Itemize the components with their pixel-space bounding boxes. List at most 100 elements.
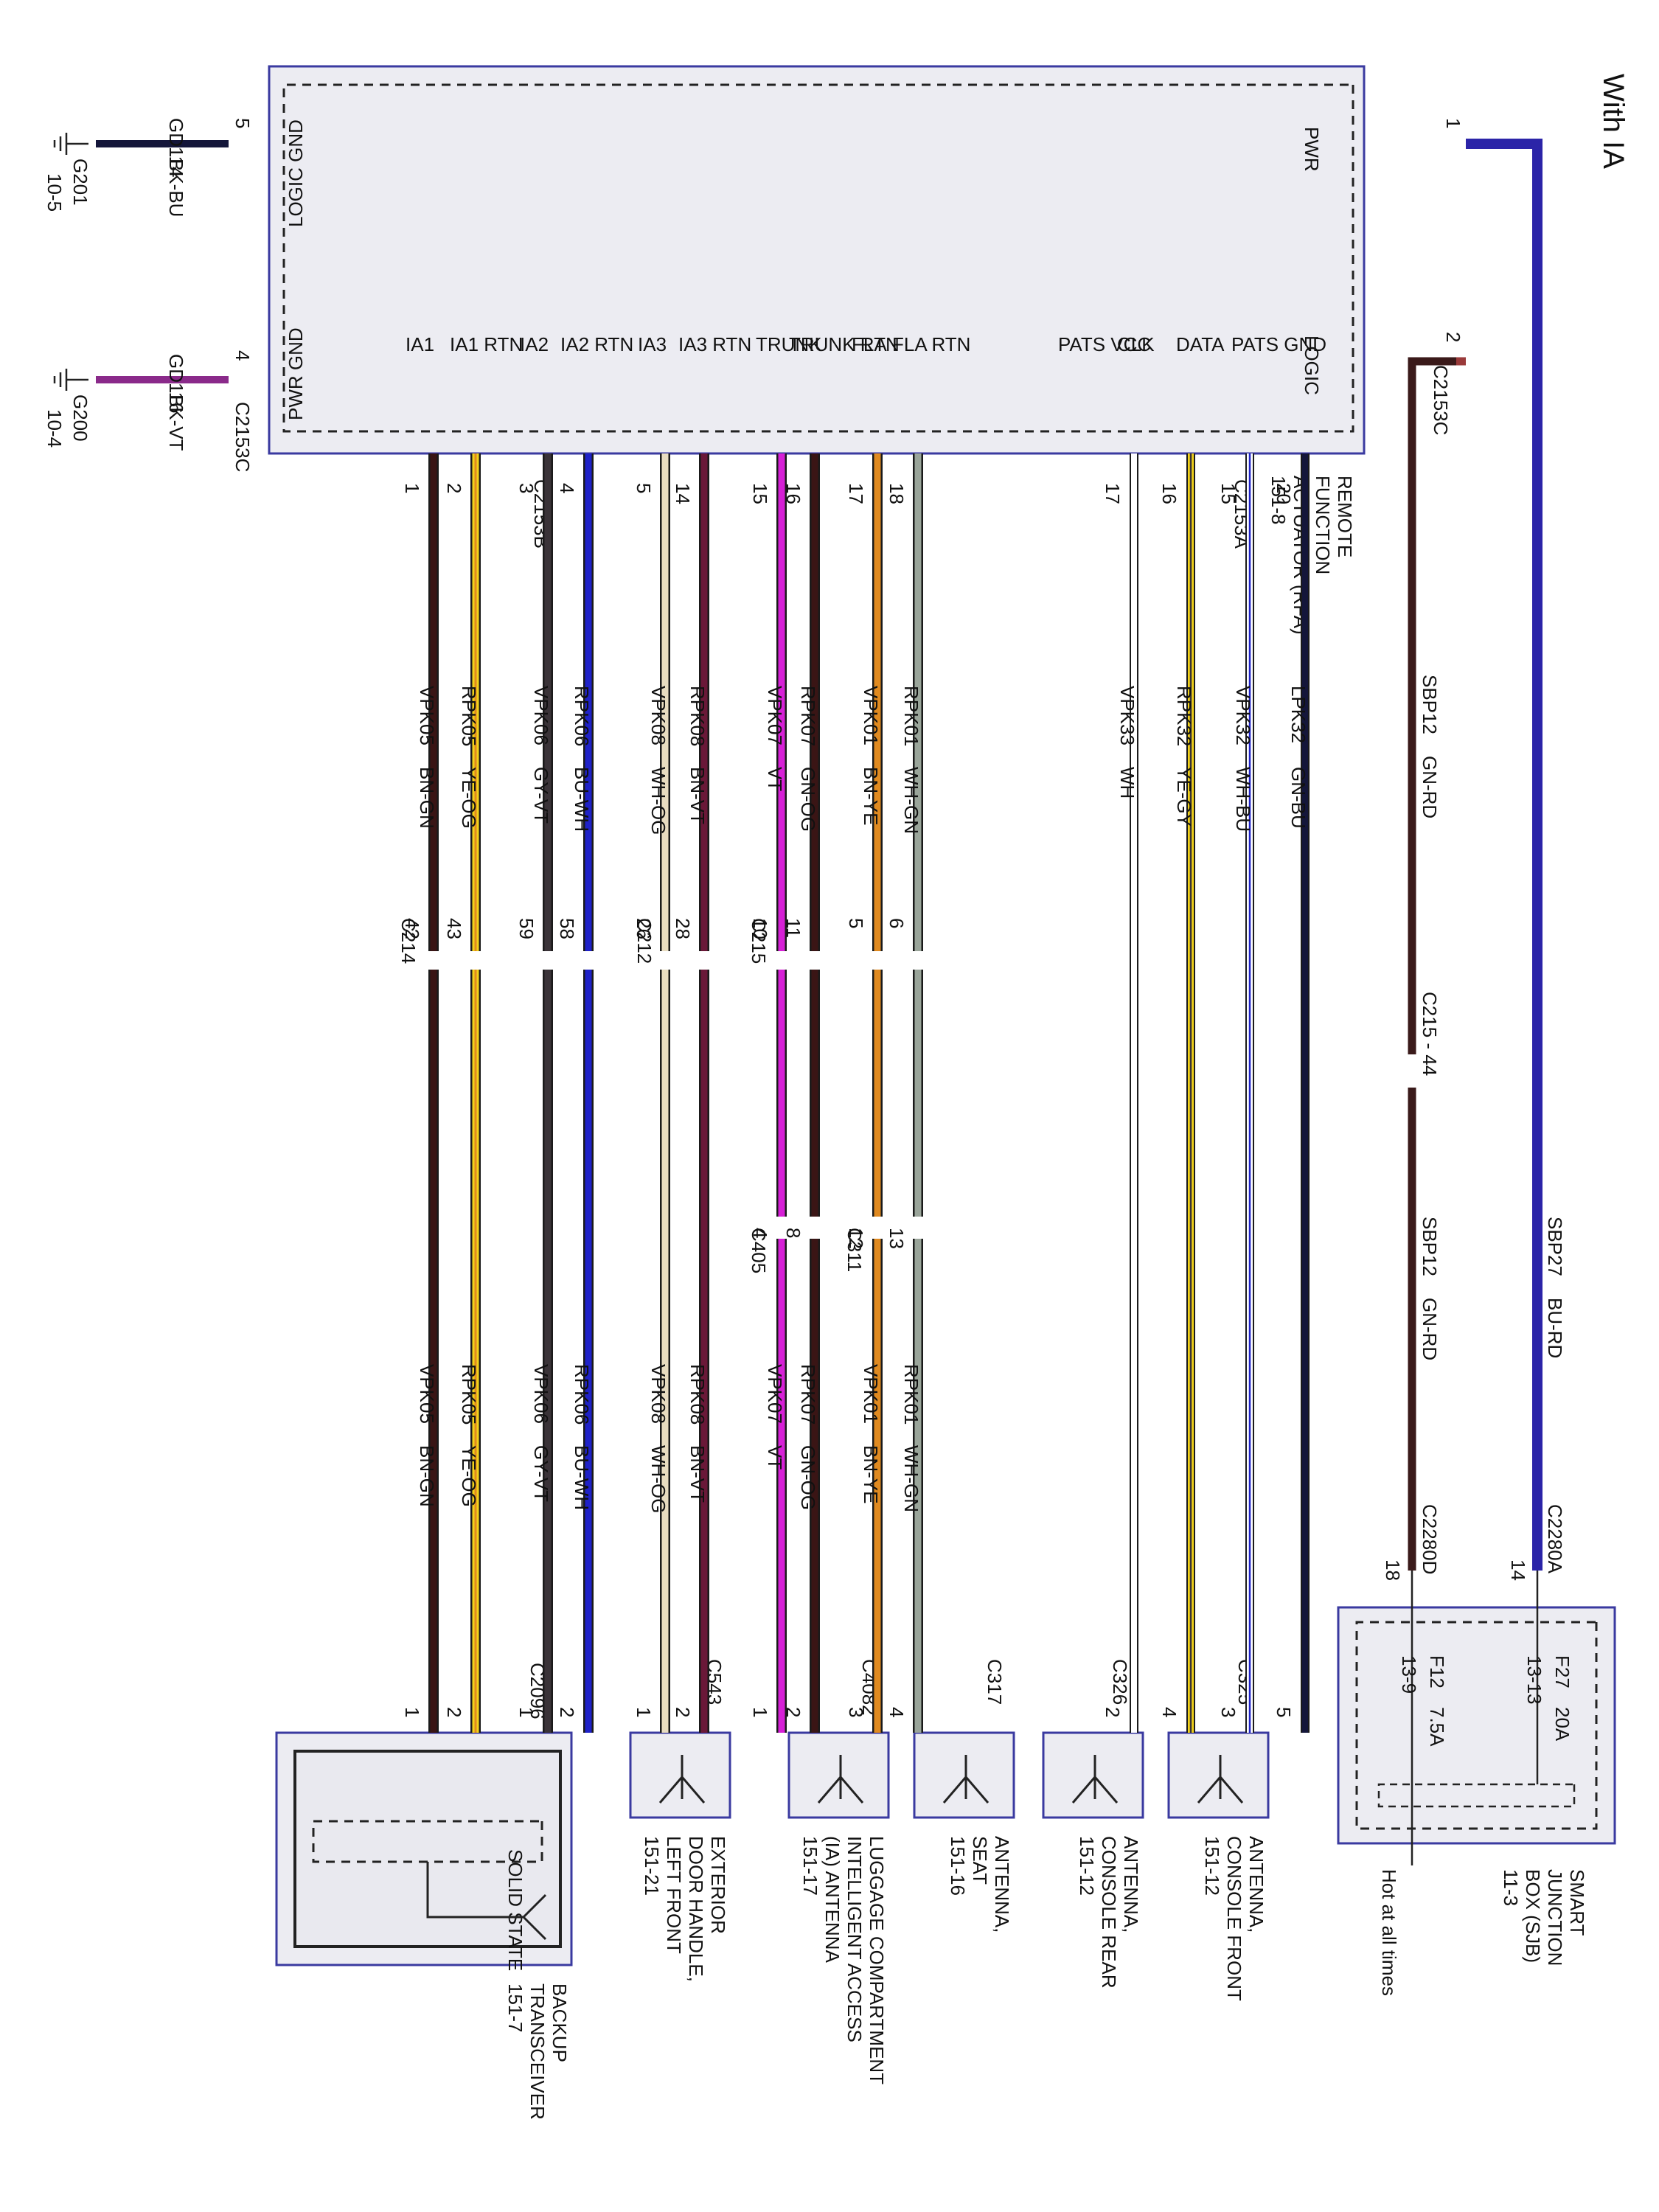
inline-pin-number: 4 — [749, 1228, 771, 1238]
ground-color: BK-BU — [165, 159, 187, 217]
device-label-line: 151-12 — [1076, 1836, 1098, 1896]
rfa-pin-number: 3 — [515, 483, 538, 493]
wire-circuit-label: RPK01 — [900, 1364, 922, 1425]
wire-circuit-label: VPK01 — [860, 686, 882, 745]
device-pin-number: 3 — [1217, 1707, 1239, 1717]
fuse-ref: 13-13 — [1523, 1655, 1545, 1705]
wire-circuit-label: LPK32 — [1287, 686, 1310, 743]
rfa-pin-label: IA1 — [406, 333, 434, 355]
device-box-door-handle — [629, 1731, 731, 1819]
rfa-pin-number: 1 — [1442, 118, 1464, 128]
wire-color-label: VT — [764, 767, 786, 791]
wire-color-label: VT — [764, 1445, 786, 1470]
inline-pin-number: 43 — [443, 918, 465, 939]
rfa-pin-label: IA3 RTN — [678, 333, 751, 355]
ground-symbol-icon — [53, 133, 88, 155]
inline-connector-label: C212 — [633, 918, 655, 964]
wire-circuit-label: VPK01 — [860, 1364, 882, 1424]
wire-color-label: WH — [1116, 767, 1138, 799]
device-label-line: 151-16 — [947, 1836, 969, 1896]
wire-circuit-label: VPK07 — [764, 1364, 786, 1424]
wire-circuit-label: RPK32 — [1173, 686, 1195, 746]
wire-color-label: BU-RD — [1544, 1298, 1566, 1358]
rfa-pin-label: FLA — [852, 333, 887, 355]
device-label-line: 151-12 — [1201, 1836, 1223, 1896]
rfa-module-frame — [268, 65, 1366, 455]
transceiver-label-line: 151-7 — [504, 1983, 526, 2033]
device-pin-number: 3 — [845, 1707, 867, 1717]
wire-color-label: YE-OG — [458, 1445, 480, 1507]
device-label-line: SEAT — [969, 1836, 991, 1885]
wire-color-label: WH-BU — [1232, 767, 1254, 832]
inline-pin-number: 58 — [556, 918, 578, 939]
rfa-pin-number: 4 — [232, 350, 254, 361]
wire-circuit-label: VPK08 — [647, 686, 669, 745]
inline-connector-label: C215 — [748, 918, 770, 964]
rfa-pin-label-logic-gnd: LOGIC GND — [285, 119, 307, 227]
transceiver-label-line: BACKUP — [549, 1983, 571, 2062]
connector-label: C2280D — [1419, 1504, 1441, 1574]
wire-circuit-label: RPK05 — [458, 1364, 480, 1425]
fuse-ref: 13-9 — [1398, 1655, 1420, 1694]
wire-color-label: WH-GN — [900, 1445, 922, 1512]
inline-pin-number: 13 — [886, 1228, 908, 1249]
inline-pin-number: 10 — [749, 918, 771, 939]
device-box-console-front — [1167, 1731, 1270, 1819]
wire-color-label: BN-VT — [686, 1445, 709, 1503]
ground-symbol-icon — [53, 369, 88, 391]
wire-circuit-label: RPK05 — [458, 686, 480, 746]
rfa-pin-number: 5 — [232, 118, 254, 128]
inline-connector-label: C215 - 44 — [1419, 992, 1441, 1076]
wire-circuit-label: VPK08 — [647, 1364, 669, 1424]
wire-color-label: BU-WH — [571, 1445, 593, 1510]
device-conn-label: C317 — [984, 1659, 1006, 1705]
sjb-bus-dashed — [1377, 1783, 1576, 1808]
device-pin-number: 2 — [782, 1707, 804, 1717]
inline-pin-number: 8 — [782, 1228, 804, 1238]
wire-circuit-label: SBP27 — [1544, 1217, 1566, 1276]
antenna-icon — [942, 1755, 990, 1804]
rfa-pin-label-logic: LOGIC — [1301, 335, 1323, 395]
fuse-id: F12 — [1426, 1655, 1448, 1688]
device-label-line: LUGGAGE COMPARTMENT — [866, 1836, 888, 2084]
fuse-rating: 7.5A — [1426, 1707, 1448, 1747]
wire-circuit-label: RPK07 — [797, 1364, 819, 1425]
transceiver-inner-box — [293, 1750, 562, 1948]
wire-color-label: BN-GN — [416, 1445, 438, 1507]
fuse-rating: 20A — [1551, 1707, 1573, 1742]
device-pin-number: 2 — [672, 1707, 694, 1717]
rfa-pin-number: 18 — [886, 483, 908, 504]
wire-color-label: WH-OG — [647, 767, 669, 835]
rfa-module-dashed-boundary — [282, 83, 1354, 433]
solid-state-label: SOLID STATE — [504, 1849, 526, 1971]
wire-color-label: GN-RD — [1419, 1298, 1441, 1360]
wire-color-label: GY-VT — [530, 767, 552, 824]
sjb-label-line: JUNCTION — [1544, 1869, 1566, 1966]
device-pin-number: 1 — [515, 1707, 538, 1717]
wire-circuit-label: RPK06 — [571, 686, 593, 746]
rfa-pin-number: 1 — [401, 483, 423, 493]
rfa-pin-number: 5 — [633, 483, 655, 493]
inline-connector-label: C214 — [397, 918, 420, 964]
antenna-icon — [817, 1755, 864, 1804]
device-label-line: CONSOLE FRONT — [1223, 1836, 1245, 2001]
inline-connector-label: C405 — [748, 1228, 770, 1273]
rfa-pin-label: IA1 RTN — [450, 333, 523, 355]
rfa-pin-number: 15 — [749, 483, 771, 504]
inline-pin-number: 42 — [401, 918, 423, 939]
device-label-line: ANTENNA, — [991, 1836, 1013, 1933]
rfa-label-line: 151-8 — [1267, 476, 1290, 525]
connector-label: C2153C — [232, 402, 254, 472]
antenna-icon — [1197, 1755, 1244, 1804]
device-label-line: ANTENNA, — [1120, 1836, 1142, 1933]
rfa-pin-number: 2 — [443, 483, 465, 493]
rfa-pin-number: 17 — [1102, 483, 1124, 504]
rfa-pin-number: 2 — [1442, 332, 1464, 342]
wire-color-label: BN-YE — [860, 1445, 882, 1503]
wire-circuit-label: VPK06 — [530, 1364, 552, 1424]
device-pin-number: 4 — [886, 1707, 908, 1717]
rfa-pin-label: PATS VCC — [1058, 333, 1151, 355]
rfa-pin-label: IA2 RTN — [560, 333, 633, 355]
connector-label: C2153C — [1430, 365, 1452, 435]
wire-sbp27-bu-rd — [1466, 139, 1543, 1571]
